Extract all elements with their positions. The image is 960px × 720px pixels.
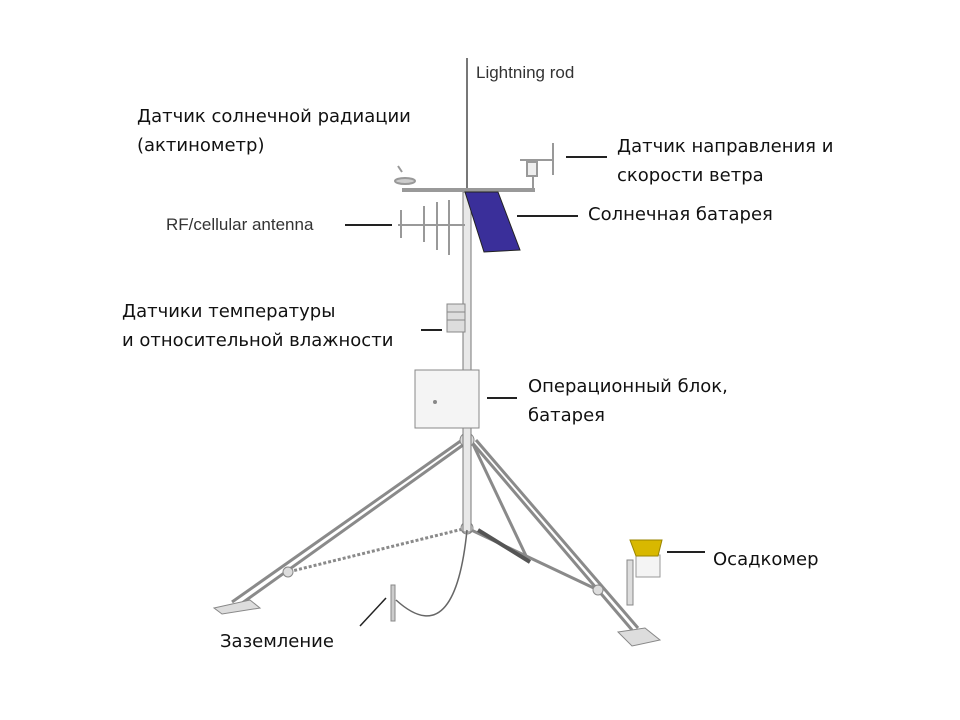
label-wind: Датчик направления и [617, 136, 834, 157]
label-grounding: Заземление [220, 631, 334, 652]
leader-lines [345, 156, 705, 627]
label-wind-sub: скорости ветра [617, 165, 764, 186]
label-control-unit-sub: батарея [528, 405, 605, 426]
temp-humidity-shield [446, 303, 466, 333]
label-temp-humidity-sub: и относительной влажности [122, 330, 394, 351]
rain-gauge [626, 539, 663, 606]
grounding-rod [390, 529, 468, 622]
tripod [231, 438, 640, 631]
label-solar-panel: Солнечная батарея [588, 204, 773, 225]
antenna [398, 200, 465, 255]
label-lightning-rod: Lightning rod [476, 63, 575, 82]
label-rain-gauge: Осадкомер [713, 549, 819, 570]
label-solar-radiation-sub: (актинометр) [137, 135, 265, 156]
label-solar-radiation: Датчик солнечной радиации [137, 106, 411, 127]
solar-panel [464, 191, 521, 253]
label-antenna: RF/cellular antenna [166, 215, 314, 234]
label-temp-humidity: Датчики температуры [122, 301, 336, 322]
label-control-unit: Операционный блок, [528, 376, 728, 397]
crossarm [394, 143, 554, 192]
mast [462, 58, 472, 533]
control-box [414, 369, 480, 429]
